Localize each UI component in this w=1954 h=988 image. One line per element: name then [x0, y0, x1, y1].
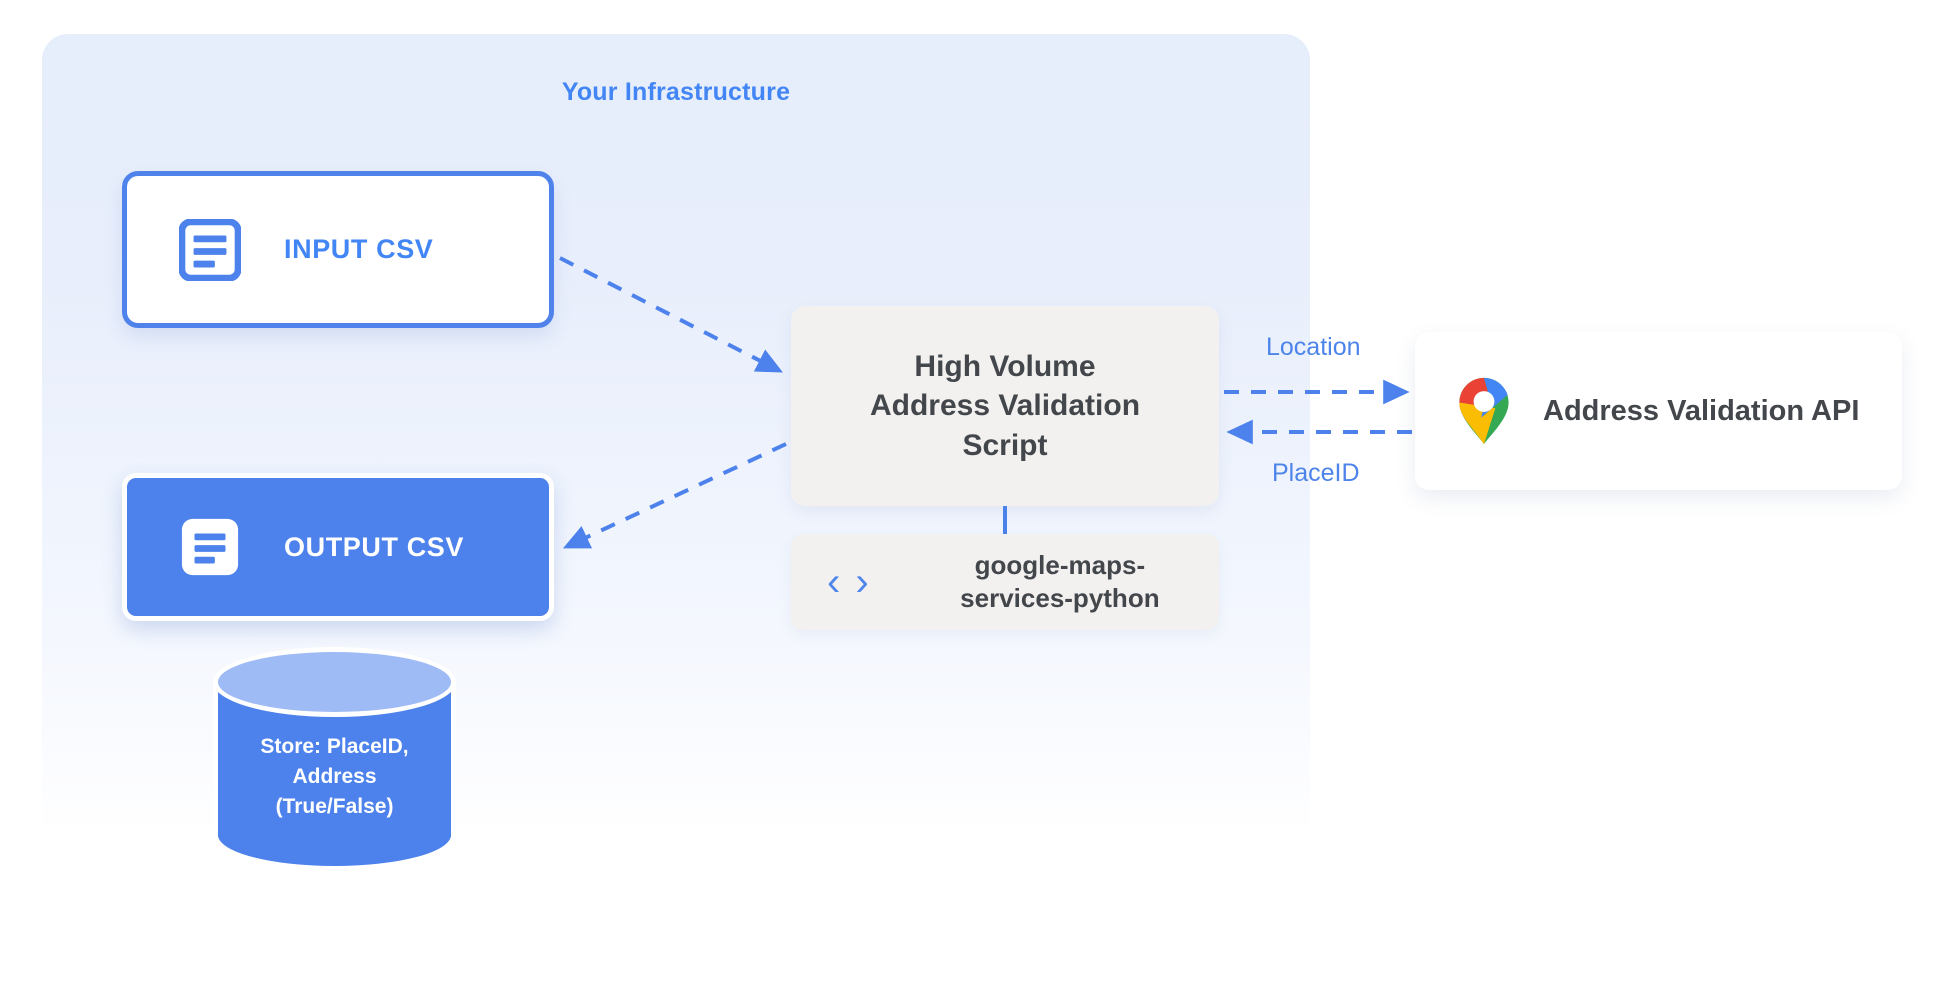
validation-script-node[interactable]: High Volume Address Validation Script [791, 306, 1219, 506]
edge-label-placeid: PlaceID [1272, 459, 1360, 487]
google-maps-pin-icon [1459, 377, 1509, 445]
output-csv-node[interactable]: OUTPUT CSV [122, 473, 554, 621]
input-csv-node[interactable]: INPUT CSV [122, 171, 554, 328]
database-node[interactable]: Store: PlaceID, Address (True/False) [213, 647, 456, 871]
database-top [213, 647, 456, 717]
library-node[interactable]: ‹ › google-maps- services-python [791, 534, 1219, 630]
library-line-1: google-maps- [974, 549, 1146, 580]
database-line-3: (True/False) [275, 794, 394, 818]
page-title: Your Infrastructure [561, 78, 791, 106]
edge-label-location: Location [1266, 333, 1361, 361]
validation-script-label: High Volume Address Validation Script [870, 347, 1140, 466]
output-csv-label: OUTPUT CSV [284, 531, 465, 562]
database-line-1: Store: PlaceID, [260, 735, 409, 758]
code-brackets-icon: ‹ › [827, 559, 871, 604]
document-icon [181, 518, 239, 576]
script-line-2: Address Validation [869, 389, 1141, 423]
script-line-1: High Volume [914, 349, 1096, 383]
database-label: Store: PlaceID, Address (True/False) [213, 732, 456, 821]
document-icon [179, 218, 241, 281]
library-label: google-maps- services-python [901, 549, 1219, 615]
address-validation-api-node[interactable]: Address Validation API [1415, 332, 1902, 490]
api-label: Address Validation API [1543, 394, 1860, 427]
script-library-connector [1003, 506, 1007, 542]
input-csv-label: INPUT CSV [284, 234, 434, 264]
database-line-2: Address [292, 764, 377, 788]
library-line-2: services-python [960, 583, 1160, 613]
script-line-3: Script [962, 428, 1048, 462]
